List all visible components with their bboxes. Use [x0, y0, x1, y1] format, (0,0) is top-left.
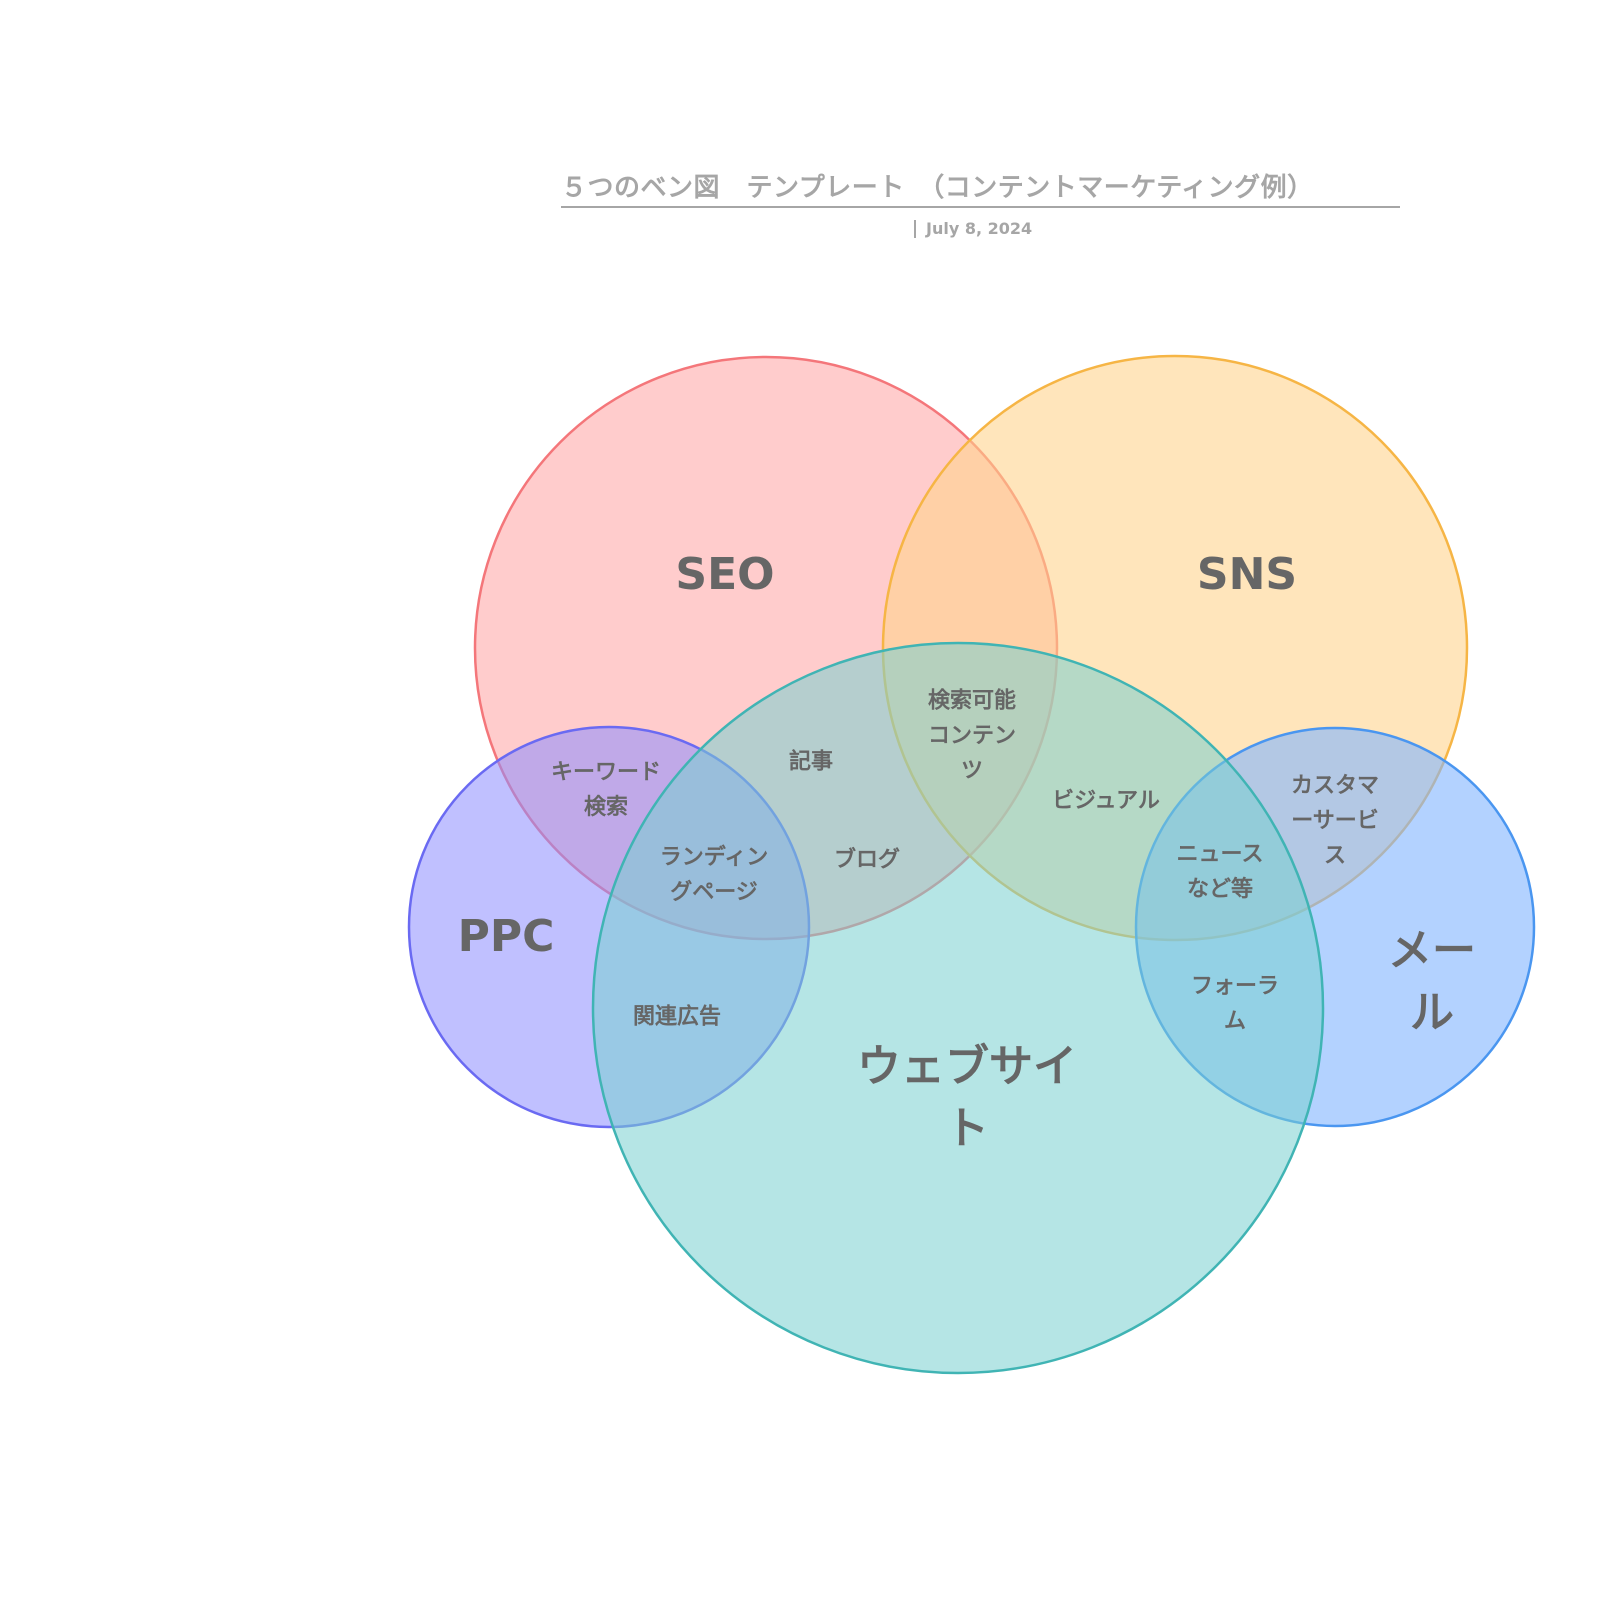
label-landing-page: ランディン グページ: [659, 845, 769, 905]
date-row: July 8, 2024: [914, 217, 1032, 241]
circle-website[interactable]: [591, 641, 1325, 1375]
label-visual: ビジュアル: [1052, 788, 1160, 814]
label-searchable-content: 検索可能 コンテン ツ: [927, 688, 1017, 784]
label-keyword-search: キーワード 検索: [550, 760, 662, 820]
label-sns: SNS: [1196, 549, 1298, 600]
label-blog: ブログ: [833, 847, 901, 873]
date-text: July 8, 2024: [926, 219, 1033, 238]
label-seo: SEO: [675, 549, 775, 600]
label-article: 記事: [788, 749, 834, 775]
label-news: ニュース など等: [1176, 842, 1264, 902]
label-related-ads: 関連広告: [632, 1004, 722, 1030]
label-mail: メー ル: [1388, 925, 1476, 1038]
label-forum: フォーラ ム: [1190, 974, 1280, 1034]
date-separator: [914, 220, 916, 238]
page-title: ５つのベン図 テンプレート （コンテントマーケティング例）: [561, 172, 1400, 208]
label-ppc: PPC: [457, 911, 555, 962]
label-customer-service: カスタマ ーサービ ス: [1290, 773, 1380, 869]
label-website: ウェブサイ ト: [857, 1041, 1077, 1154]
